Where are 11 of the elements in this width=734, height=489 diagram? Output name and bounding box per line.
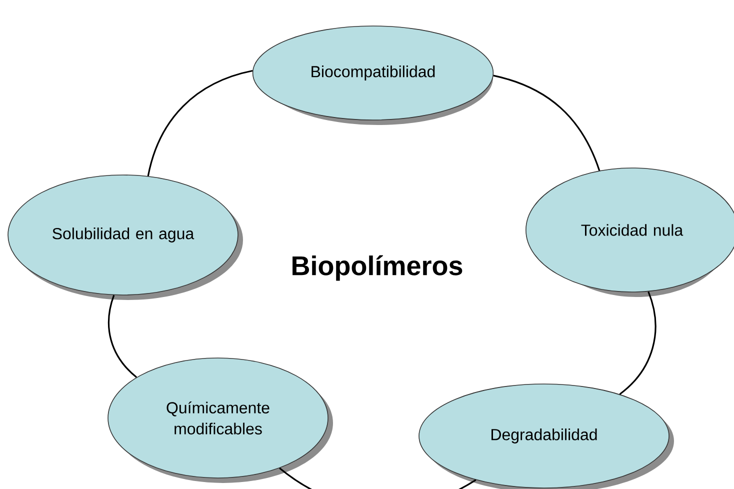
oval-node: Solubilidad en agua: [8, 174, 243, 300]
circle-arc: [619, 291, 656, 395]
oval-node: Toxicidad nula: [526, 168, 734, 297]
oval-node: Biocompatibilidad: [252, 26, 494, 125]
oval-node: Degradabilidad: [418, 384, 674, 489]
oval-node: Químicamente modificables: [108, 358, 333, 483]
circle-arc: [493, 74, 600, 171]
center-title: Biopolímeros: [292, 255, 462, 281]
circle-arc: [279, 467, 476, 489]
circle-arc: [108, 294, 138, 378]
circle-arc: [147, 70, 253, 176]
